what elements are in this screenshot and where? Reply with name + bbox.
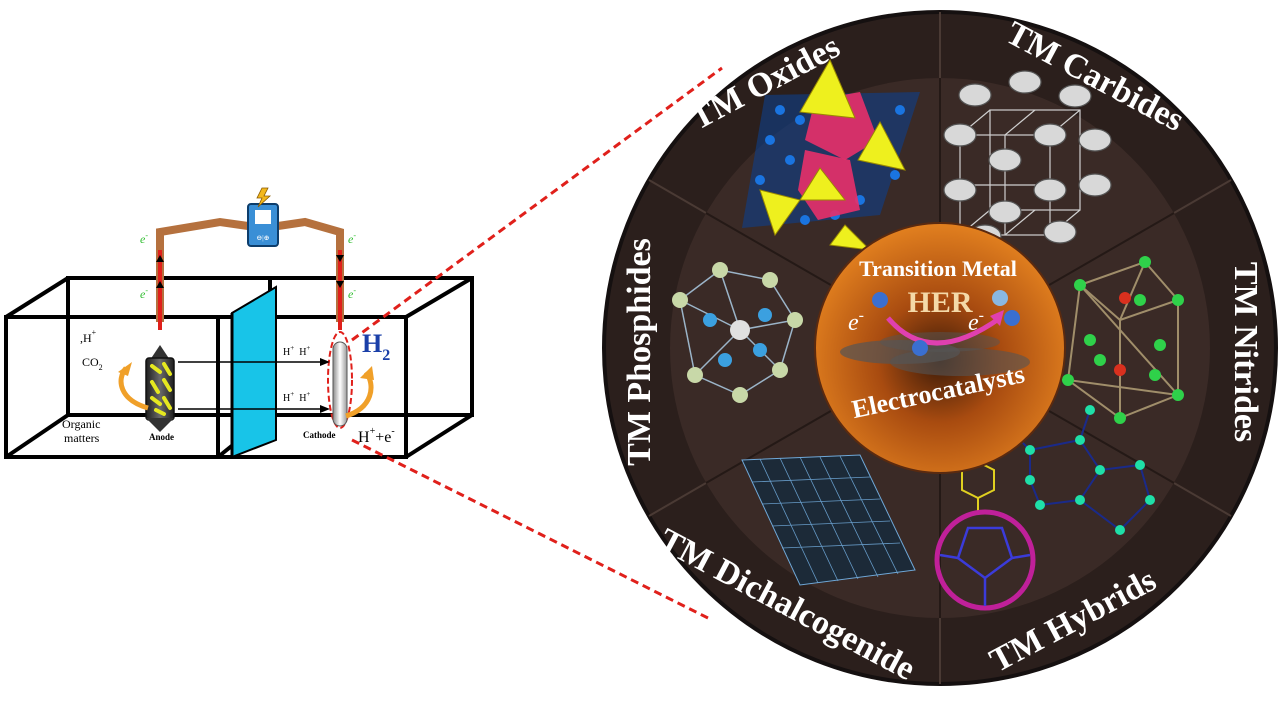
anode-products: ,H+ CO2 <box>80 328 103 372</box>
anode-label: Anode <box>149 432 174 442</box>
electron-label: e <box>348 287 354 301</box>
svg-text:e-: e- <box>140 286 148 301</box>
electron-label: e <box>140 287 146 301</box>
zoom-connector <box>351 66 723 622</box>
membrane <box>231 285 277 459</box>
svg-text:CO2: CO2 <box>82 355 103 372</box>
cathode-label: Cathode <box>303 430 336 440</box>
svg-text:H+H+: H+H+ <box>283 344 310 358</box>
svg-text:e-: e- <box>348 286 356 301</box>
segment-label-phosphides: TM Phosphides <box>621 238 658 466</box>
organic-label-1: Organic <box>62 417 100 431</box>
cathode <box>327 331 353 429</box>
meter-label: ⊖|⊕ <box>256 234 269 242</box>
voltmeter-icon: ⊖|⊕ <box>247 187 279 247</box>
electron-right: e- <box>968 307 984 336</box>
external-circuit <box>156 217 344 330</box>
organic-label-2: matters <box>64 431 100 445</box>
svg-text:,H+: ,H+ <box>80 328 97 345</box>
dichalcogenide-structure <box>741 454 916 586</box>
cell-front-frame <box>4 276 474 459</box>
oxides-structure <box>742 58 920 251</box>
segment-label-nitrides: TM Nitrides <box>1227 262 1264 442</box>
center-hub <box>814 222 1066 474</box>
h2-label: H2 <box>362 329 390 364</box>
nitrides-structure <box>1062 256 1184 424</box>
electron-labels: e- e- e- e- <box>140 231 356 301</box>
center-top-text: Transition Metal <box>859 256 1017 281</box>
phosphides-structure <box>672 262 803 403</box>
electron-left: e- <box>848 307 864 336</box>
her-label: HER <box>907 286 972 319</box>
electron-label: e <box>348 232 354 246</box>
svg-text:e-: e- <box>348 231 356 246</box>
cathode-reaction: H++e- <box>358 426 395 446</box>
anode <box>145 345 175 432</box>
svg-text:H+H+: H+H+ <box>283 390 310 404</box>
cell-diagram: ⊖|⊕ e- e- e- e- Anode <box>4 187 474 459</box>
proton-labels: H+H+ H+H+ <box>283 344 310 404</box>
electron-label: e <box>140 232 146 246</box>
proton-arrows <box>178 358 330 413</box>
svg-text:e-: e- <box>140 231 148 246</box>
